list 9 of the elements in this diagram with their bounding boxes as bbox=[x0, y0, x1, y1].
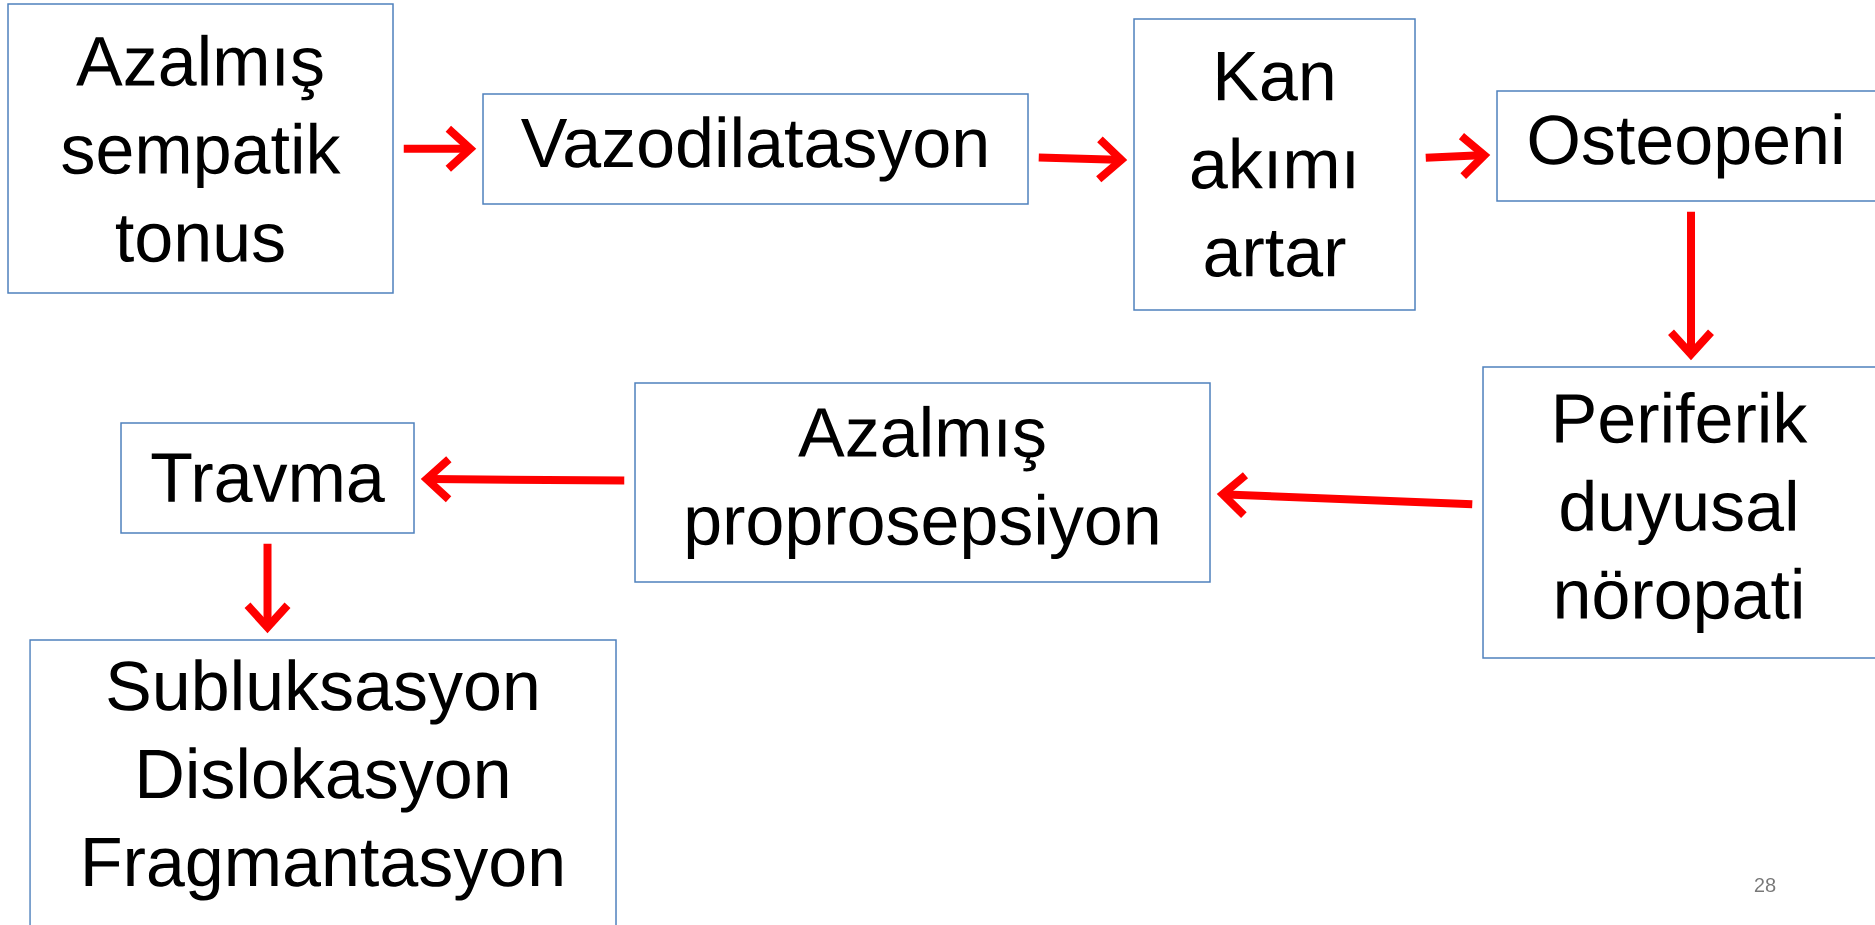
process-box: Azalmış proprosepsiyon bbox=[634, 382, 1211, 583]
process-box: Periferik duyusal nöropati bbox=[1482, 366, 1875, 659]
process-box: Kan akımı artar bbox=[1133, 18, 1416, 311]
process-box: Vazodilatasyon bbox=[482, 93, 1029, 205]
page-number: 28 bbox=[1754, 877, 1776, 893]
process-box: Osteopeni bbox=[1496, 90, 1875, 202]
process-box: Azalmış sempatik tonus bbox=[7, 3, 394, 294]
process-box: Subluksasyon Dislokasyon Fragmantasyon bbox=[29, 639, 617, 925]
process-box: Travma bbox=[120, 422, 415, 534]
